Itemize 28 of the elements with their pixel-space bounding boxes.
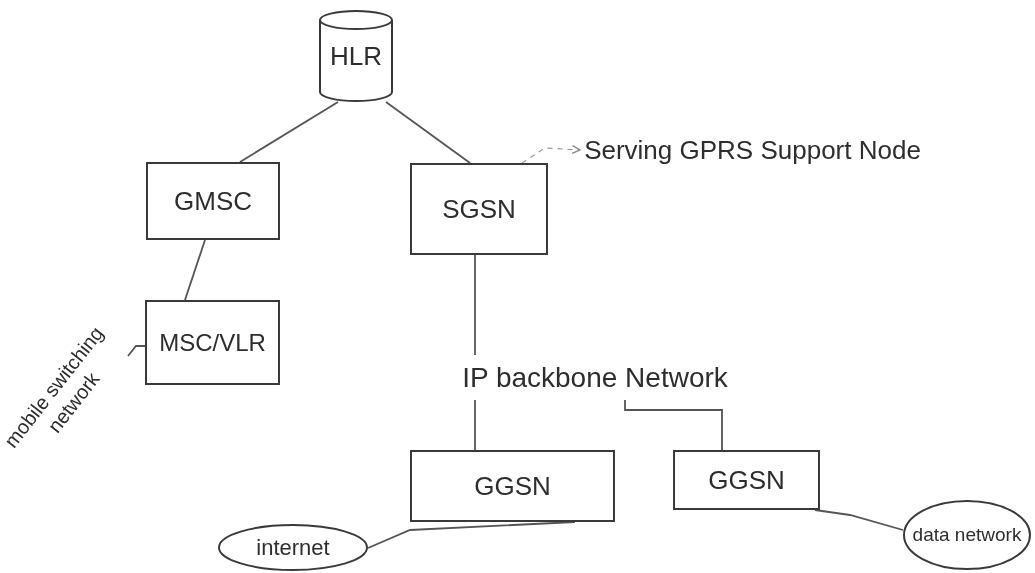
process-box: [673, 450, 820, 510]
process-box: [146, 162, 280, 240]
process-box: [410, 450, 615, 522]
connector-line: [474, 399, 476, 451]
database-cylinder: [318, 10, 394, 102]
process-box: [410, 163, 548, 255]
network-ellipse: [903, 500, 1031, 570]
leader-line: [127, 345, 146, 357]
node-label: MSC/VLR: [159, 327, 266, 358]
node-label: GMSC: [174, 184, 252, 218]
node-label: GGSN: [708, 463, 785, 497]
leader-line: [521, 145, 581, 164]
node-label: IP backbone Network: [462, 361, 728, 395]
connector-line: [367, 521, 576, 549]
process-box: [145, 300, 280, 385]
connector-line: [385, 101, 471, 164]
network-ellipse: [218, 524, 368, 571]
node-label: HLR: [330, 39, 382, 73]
connector-line: [474, 254, 476, 356]
connector-line: [239, 101, 339, 163]
node-label: SGSN: [442, 192, 516, 226]
connector-line: [184, 239, 206, 301]
connector-line: [814, 509, 904, 531]
node-label: Serving GPRS Support Node: [584, 133, 921, 167]
node-label: internet: [256, 533, 330, 562]
node-label: GGSN: [474, 469, 551, 503]
connector-line: [624, 399, 723, 451]
node-label: data network: [912, 523, 1022, 547]
